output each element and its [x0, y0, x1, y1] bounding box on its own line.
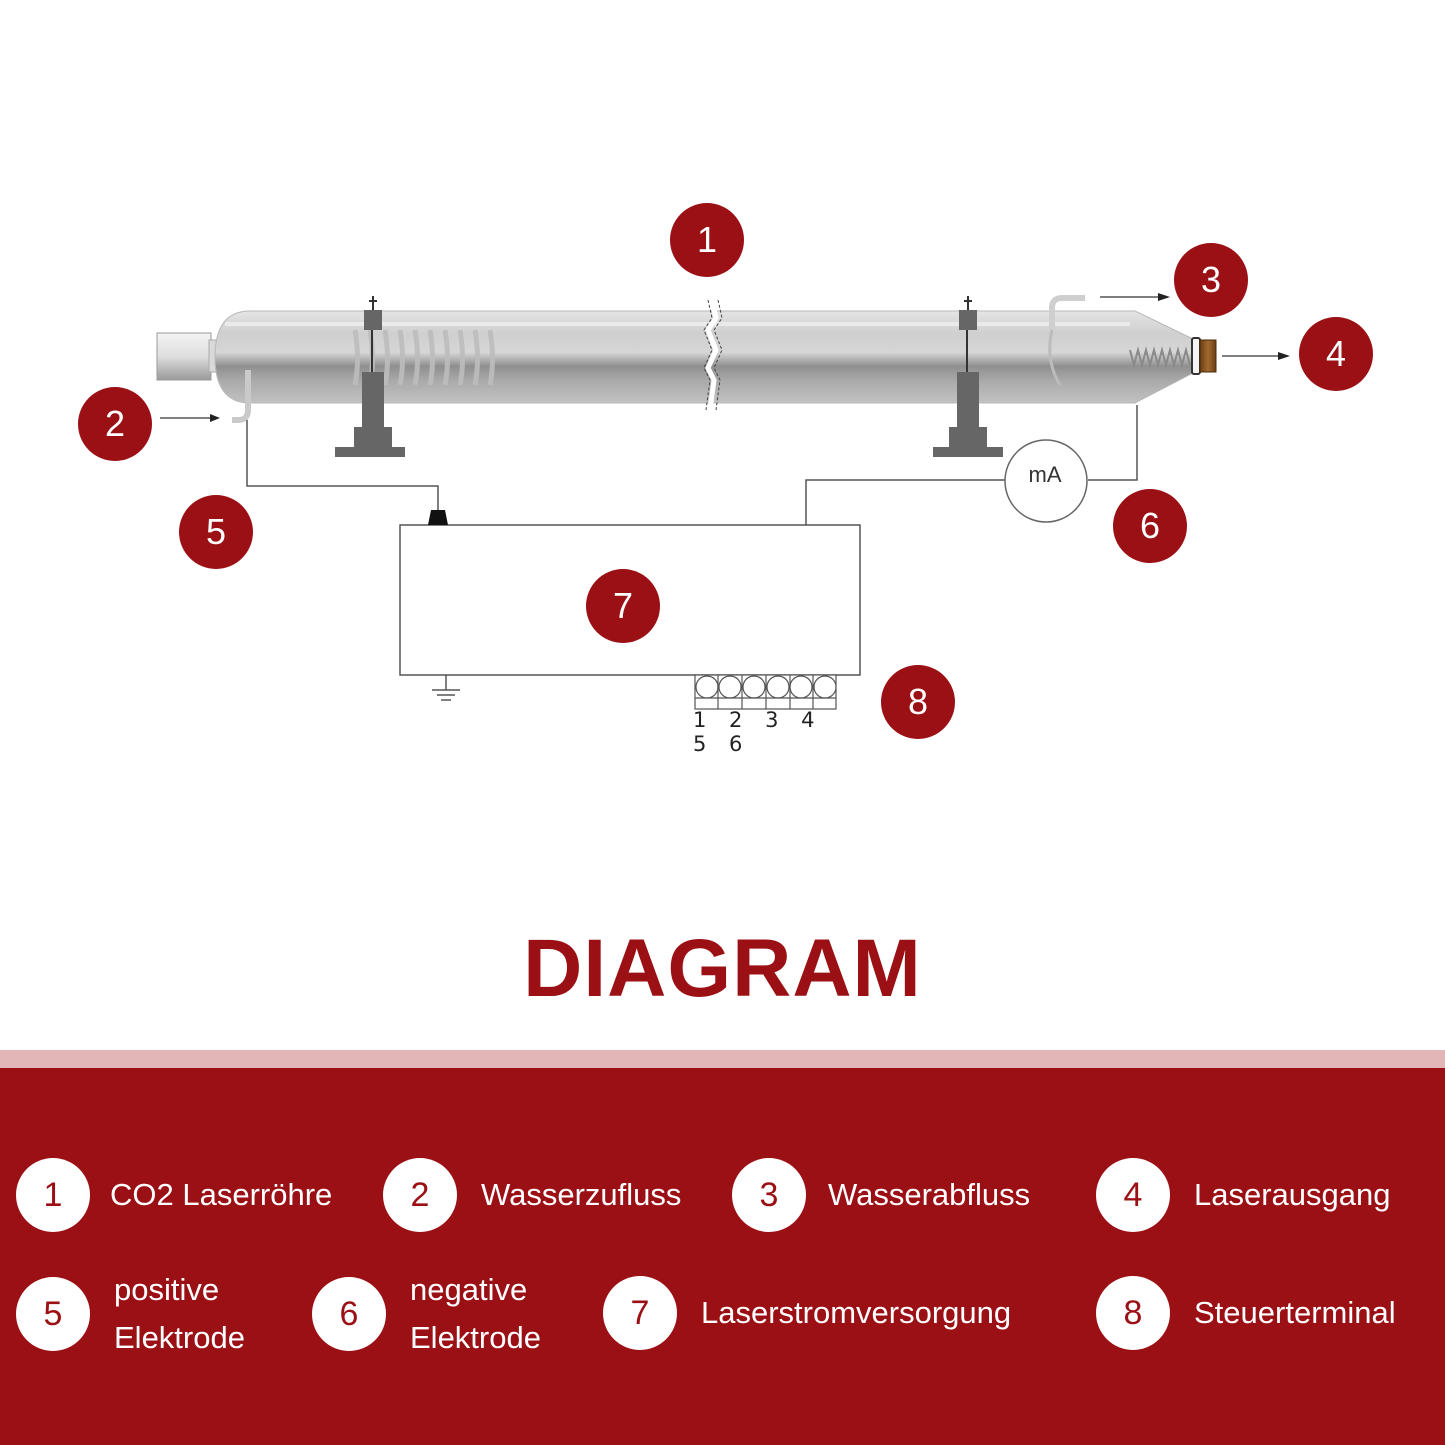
- legend-item-5: 5 positive Elektrode: [16, 1266, 245, 1362]
- legend-label: negative Elektrode: [410, 1272, 541, 1355]
- terminal-pin-labels: 1 2 3 4 5 6: [693, 708, 823, 756]
- legend-item-3: 3 Wasserabfluss: [732, 1158, 1030, 1232]
- control-terminal-block: [694, 674, 837, 710]
- page-title: DIAGRAM: [523, 923, 922, 1014]
- mount-left: [335, 296, 405, 457]
- legend-item-6: 6 negative Elektrode: [312, 1266, 541, 1362]
- legend-label: CO2 Laserröhre: [110, 1177, 333, 1212]
- legend-item-8: 8 Steuerterminal: [1096, 1276, 1396, 1350]
- legend-number-badge: 1: [16, 1158, 90, 1232]
- legend-item-7: 7 Laserstromversorgung: [603, 1276, 1011, 1350]
- legend-panel: [0, 1068, 1445, 1445]
- legend-label: positive Elektrode: [114, 1272, 245, 1355]
- legend-label: Wasserzufluss: [481, 1177, 682, 1212]
- ammeter-label: mA: [1028, 462, 1062, 487]
- callout-8: 8: [881, 665, 955, 739]
- legend-item-4: 4 Laserausgang: [1096, 1158, 1391, 1232]
- legend-number-badge: 5: [16, 1277, 90, 1351]
- mount-right: [933, 296, 1003, 457]
- callout-6: 6: [1113, 489, 1187, 563]
- end-cap-left: [156, 332, 222, 381]
- legend-number-badge: 8: [1096, 1276, 1170, 1350]
- legend-number-badge: 6: [312, 1277, 386, 1351]
- water-inlet-pipe: [160, 370, 251, 423]
- callout-3: 3: [1174, 243, 1248, 317]
- wiring: [246, 405, 1138, 525]
- legend-number-badge: 7: [603, 1276, 677, 1350]
- callout-2: 2: [78, 387, 152, 461]
- legend-label: Laserausgang: [1194, 1177, 1391, 1212]
- decorative-band: [0, 1050, 1445, 1068]
- laser-output-lens: [1191, 337, 1290, 375]
- legend-label: Steuerterminal: [1194, 1295, 1396, 1330]
- legend-number-badge: 3: [732, 1158, 806, 1232]
- laser-tube-schematic: [156, 293, 1290, 710]
- coil-right: [1129, 346, 1191, 369]
- legend-number-badge: 4: [1096, 1158, 1170, 1232]
- water-outlet-pipe: [1048, 293, 1170, 386]
- legend-label: Wasserabfluss: [828, 1177, 1031, 1212]
- coil-left: [352, 329, 495, 386]
- legend-item-1: 1 CO2 Laserröhre: [16, 1158, 332, 1232]
- callout-1: 1: [670, 203, 744, 277]
- legend-label: Laserstromversorgung: [701, 1295, 1012, 1330]
- ammeter: [1004, 439, 1088, 523]
- legend-item-2: 2 Wasserzufluss: [383, 1158, 681, 1232]
- legend-number-badge: 2: [383, 1158, 457, 1232]
- callout-5: 5: [179, 495, 253, 569]
- callout-4: 4: [1299, 317, 1373, 391]
- callout-7: 7: [586, 569, 660, 643]
- laser-tube-diagram: mA 1 2 3 4 5 6 1 2 3 4 5 6 7 8: [78, 203, 1373, 756]
